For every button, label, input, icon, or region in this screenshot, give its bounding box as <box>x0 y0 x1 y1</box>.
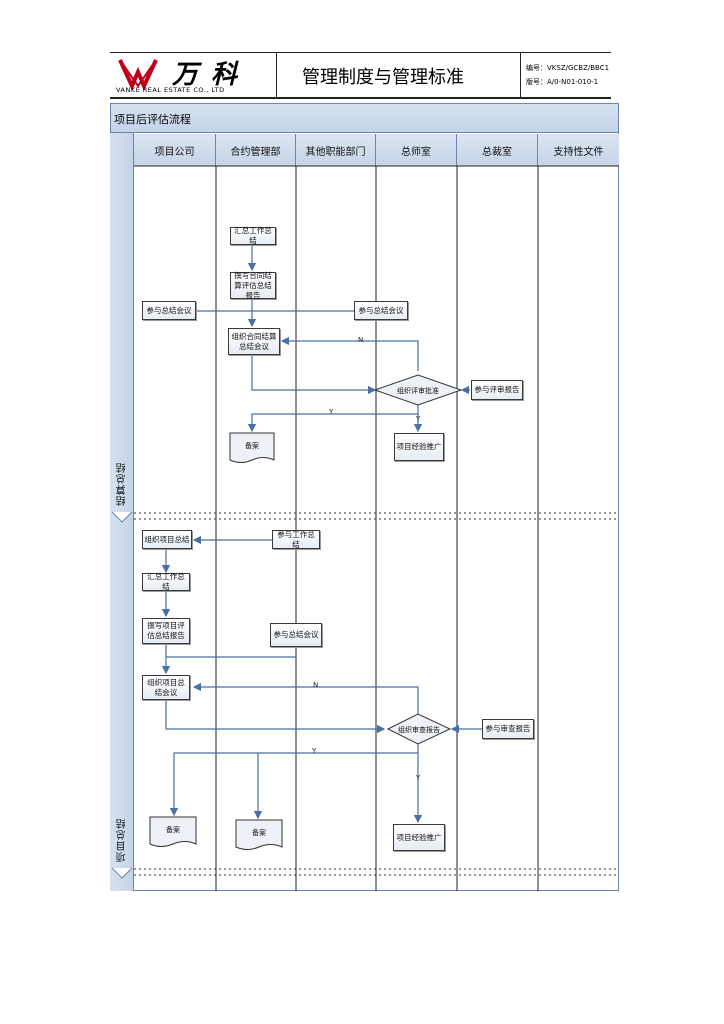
node-summarize-work-2: 汇总工作总结 <box>142 572 190 591</box>
node-attend-summary-meeting-3: 参与总结会议 <box>270 623 322 647</box>
edge-label-yes-3: Y <box>312 747 317 755</box>
node-project-experience-promotion-2: 项目经验推广 <box>393 824 445 851</box>
edge-label-yes-4: Y <box>416 774 421 782</box>
page-title: 管理制度与管理标准 <box>302 67 464 88</box>
node-project-experience-promotion-1: 项目经验推广 <box>394 433 444 461</box>
lane-header-president-office: 总裁室 <box>457 134 538 166</box>
document-number: 编号：VKSZ/GCBZ/BBC1 <box>526 64 610 72</box>
doc-archive-3: 备案 <box>252 829 266 837</box>
lane-header-other-departments: 其他职能部门 <box>296 134 376 166</box>
node-summarize-work-1: 汇总工作总结 <box>230 226 276 245</box>
flowchart-frame <box>110 103 619 891</box>
node-attend-review-report-2: 参与审查报告 <box>482 719 534 739</box>
node-organize-project-summary: 组织项目总结 <box>142 530 192 549</box>
brand-cn: 万 科 <box>172 60 240 90</box>
node-organize-contract-summary-meeting: 组织合同结算总结会议 <box>228 328 280 355</box>
node-attend-work-summary: 参与工作总结 <box>272 530 320 549</box>
lane-header-contract-mgmt: 合约管理部 <box>216 134 296 166</box>
header-divider <box>276 53 277 97</box>
lane-header-chief-engineer-office: 总师室 <box>376 134 457 166</box>
flowchart-title: 项目后评估流程 <box>114 113 191 126</box>
doc-archive-2: 备案 <box>166 826 180 834</box>
version-number: 版号：A/0-N01-010-1 <box>526 78 599 86</box>
node-organize-project-summary-meeting: 组织项目总结会议 <box>142 675 190 700</box>
node-attend-summary-meeting-2: 参与总结会议 <box>354 301 408 320</box>
node-write-project-evaluation-report: 撰写项目评估总结报告 <box>142 618 190 644</box>
node-attend-summary-meeting-1: 参与总结会议 <box>142 301 196 320</box>
edge-label-yes-2: Y <box>416 415 421 423</box>
brand-en: VANKE REAL ESTATE CO., LTD <box>116 86 225 94</box>
edge-label-yes-1: Y <box>329 408 334 416</box>
decision-organize-review-report: 组织审查报告 <box>398 726 440 734</box>
vanke-logo-icon <box>118 59 158 90</box>
edge-label-no-1: N <box>358 336 364 344</box>
lane-header-project-company: 项目公司 <box>134 134 216 166</box>
doc-archive-1: 备案 <box>245 442 259 450</box>
node-write-contract-settlement-report: 撰写合同结算评估总结报告 <box>230 271 276 300</box>
decision-organize-approval: 组织评审批准 <box>397 387 439 395</box>
header-divider <box>520 53 521 97</box>
flowchart-title-bar: 项目后评估流程 <box>110 103 619 133</box>
lane-header-supporting-documents: 支持性文件 <box>538 134 619 166</box>
edge-label-no-2: N <box>313 681 319 689</box>
vanke-logo: 万 科 VANKE REAL ESTATE CO., LTD <box>114 56 274 94</box>
document-header: 万 科 VANKE REAL ESTATE CO., LTD 管理制度与管理标准… <box>110 52 611 99</box>
node-attend-review-report: 参与评审报告 <box>471 380 523 400</box>
